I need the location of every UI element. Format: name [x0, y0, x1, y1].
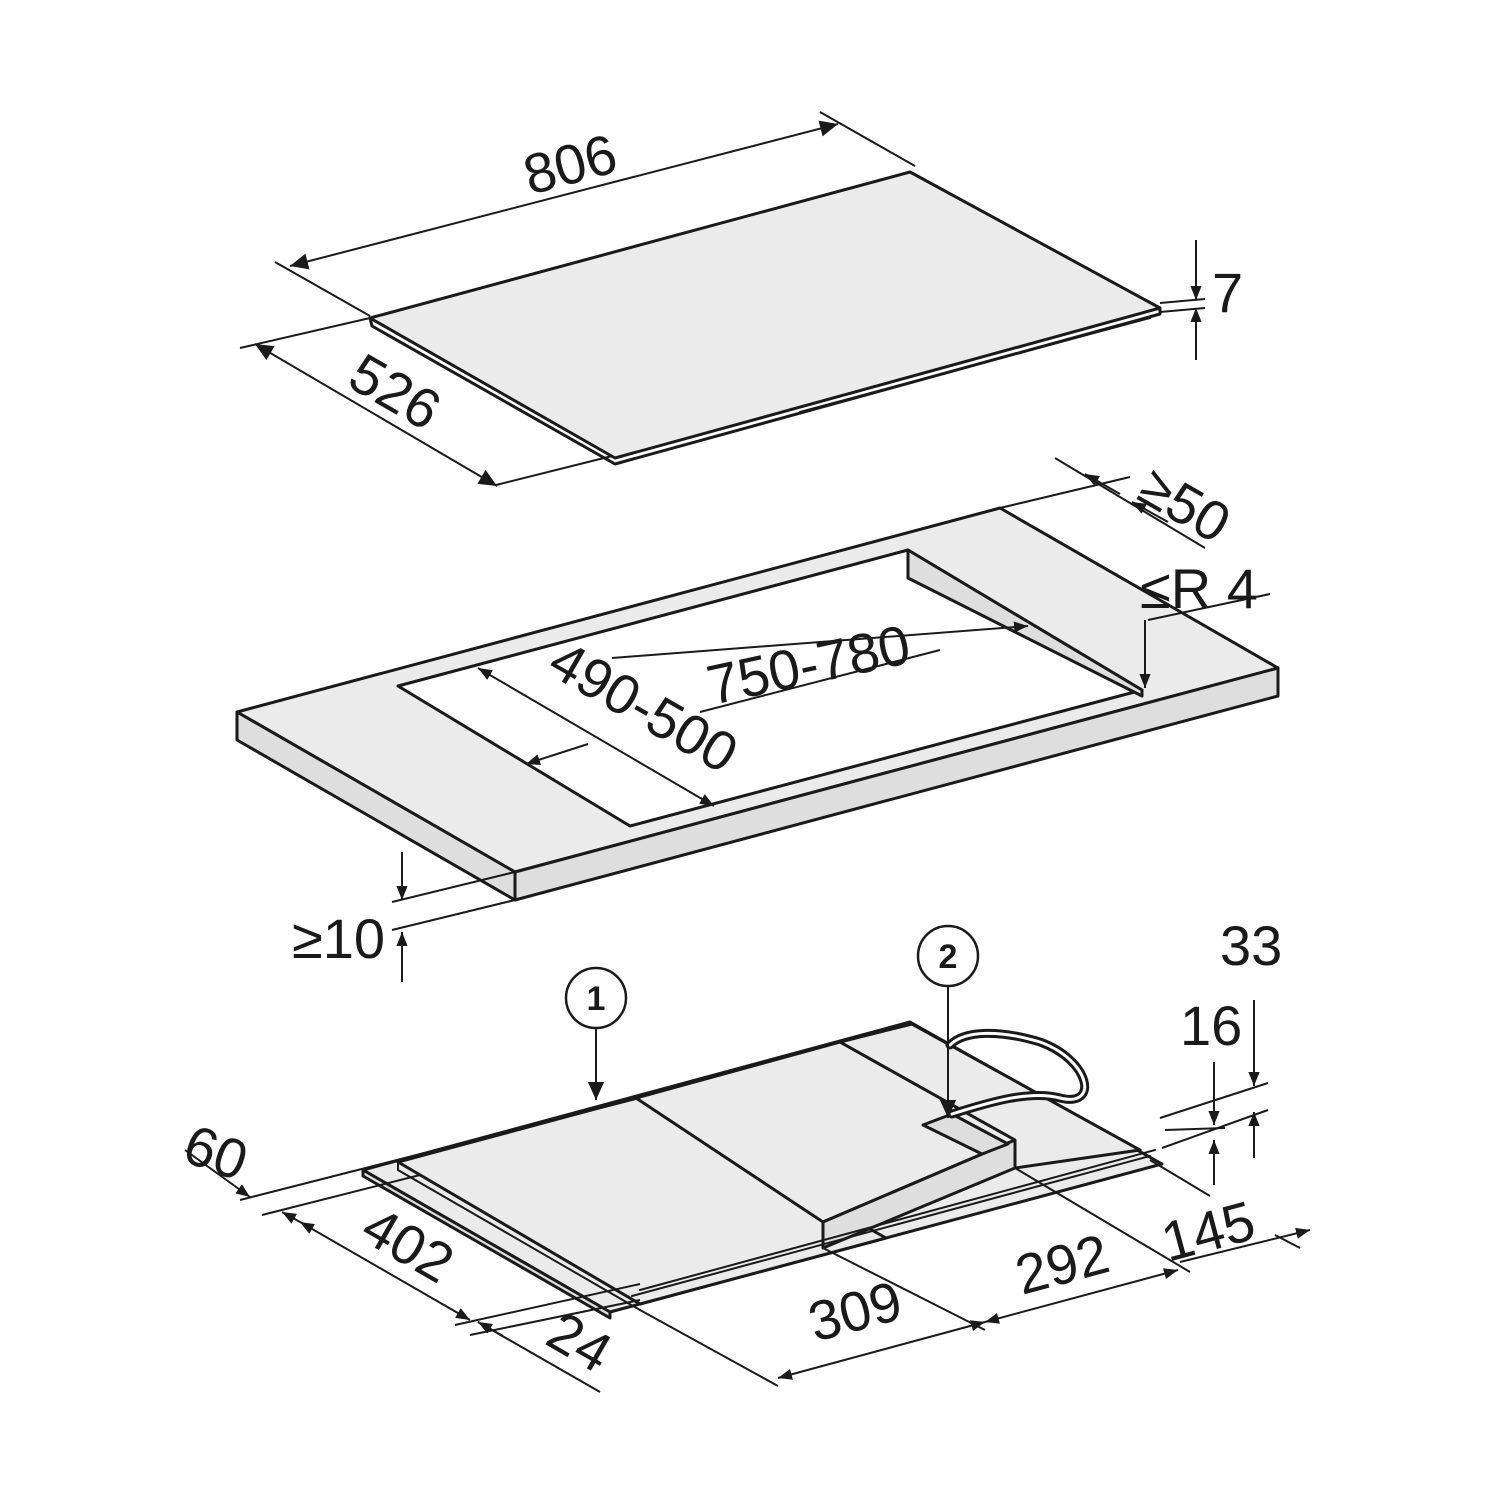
hob-width-dimension: [274, 111, 916, 317]
worktop-thickness-dimension: [391, 852, 516, 982]
callout-2-label: 2: [939, 938, 958, 976]
callout-2: 2: [916, 924, 980, 1118]
worktop-thickness-label: ≥10: [292, 907, 385, 970]
hob-width-label: 806: [517, 122, 624, 207]
height-16-dimension: [1164, 1062, 1226, 1185]
hob-depth-dimension: [239, 317, 613, 487]
power-cable: [945, 1028, 1090, 1119]
height-33-label: 33: [1220, 914, 1282, 977]
cutout-depth-dimension: [477, 667, 715, 807]
width-292-label: 292: [1009, 1222, 1116, 1307]
corner-radius-dimension: [1139, 593, 1271, 688]
hob-glass-panel: [368, 170, 1162, 466]
cutout-width-dimension: [611, 621, 1029, 713]
hob-thickness-dimension: [1159, 240, 1206, 360]
corner-radius-label: ≤R 4: [1140, 557, 1258, 620]
width-145-dimension: [1149, 1159, 1311, 1263]
width-145-label: 145: [1155, 1189, 1262, 1274]
rear-clearance-dimension: [999, 457, 1206, 549]
width-309-dimension: [639, 1247, 986, 1387]
depth-402-dimension: [299, 1221, 641, 1326]
height-16-label: 16: [1180, 994, 1242, 1057]
hob-underside: [361, 1020, 1164, 1320]
depth-24-dimension: [469, 1299, 641, 1393]
depth-60-dimension: [184, 1097, 641, 1224]
depth-60-label: 60: [176, 1112, 256, 1193]
callout-1-label: 1: [587, 980, 606, 1018]
width-309-label: 309: [802, 1269, 909, 1354]
callout-1: 1: [564, 966, 628, 1100]
width-292-dimension: [984, 1167, 1191, 1324]
rear-clearance-label: ≥50: [1129, 454, 1241, 555]
hob-thickness-label: 7: [1212, 261, 1243, 324]
